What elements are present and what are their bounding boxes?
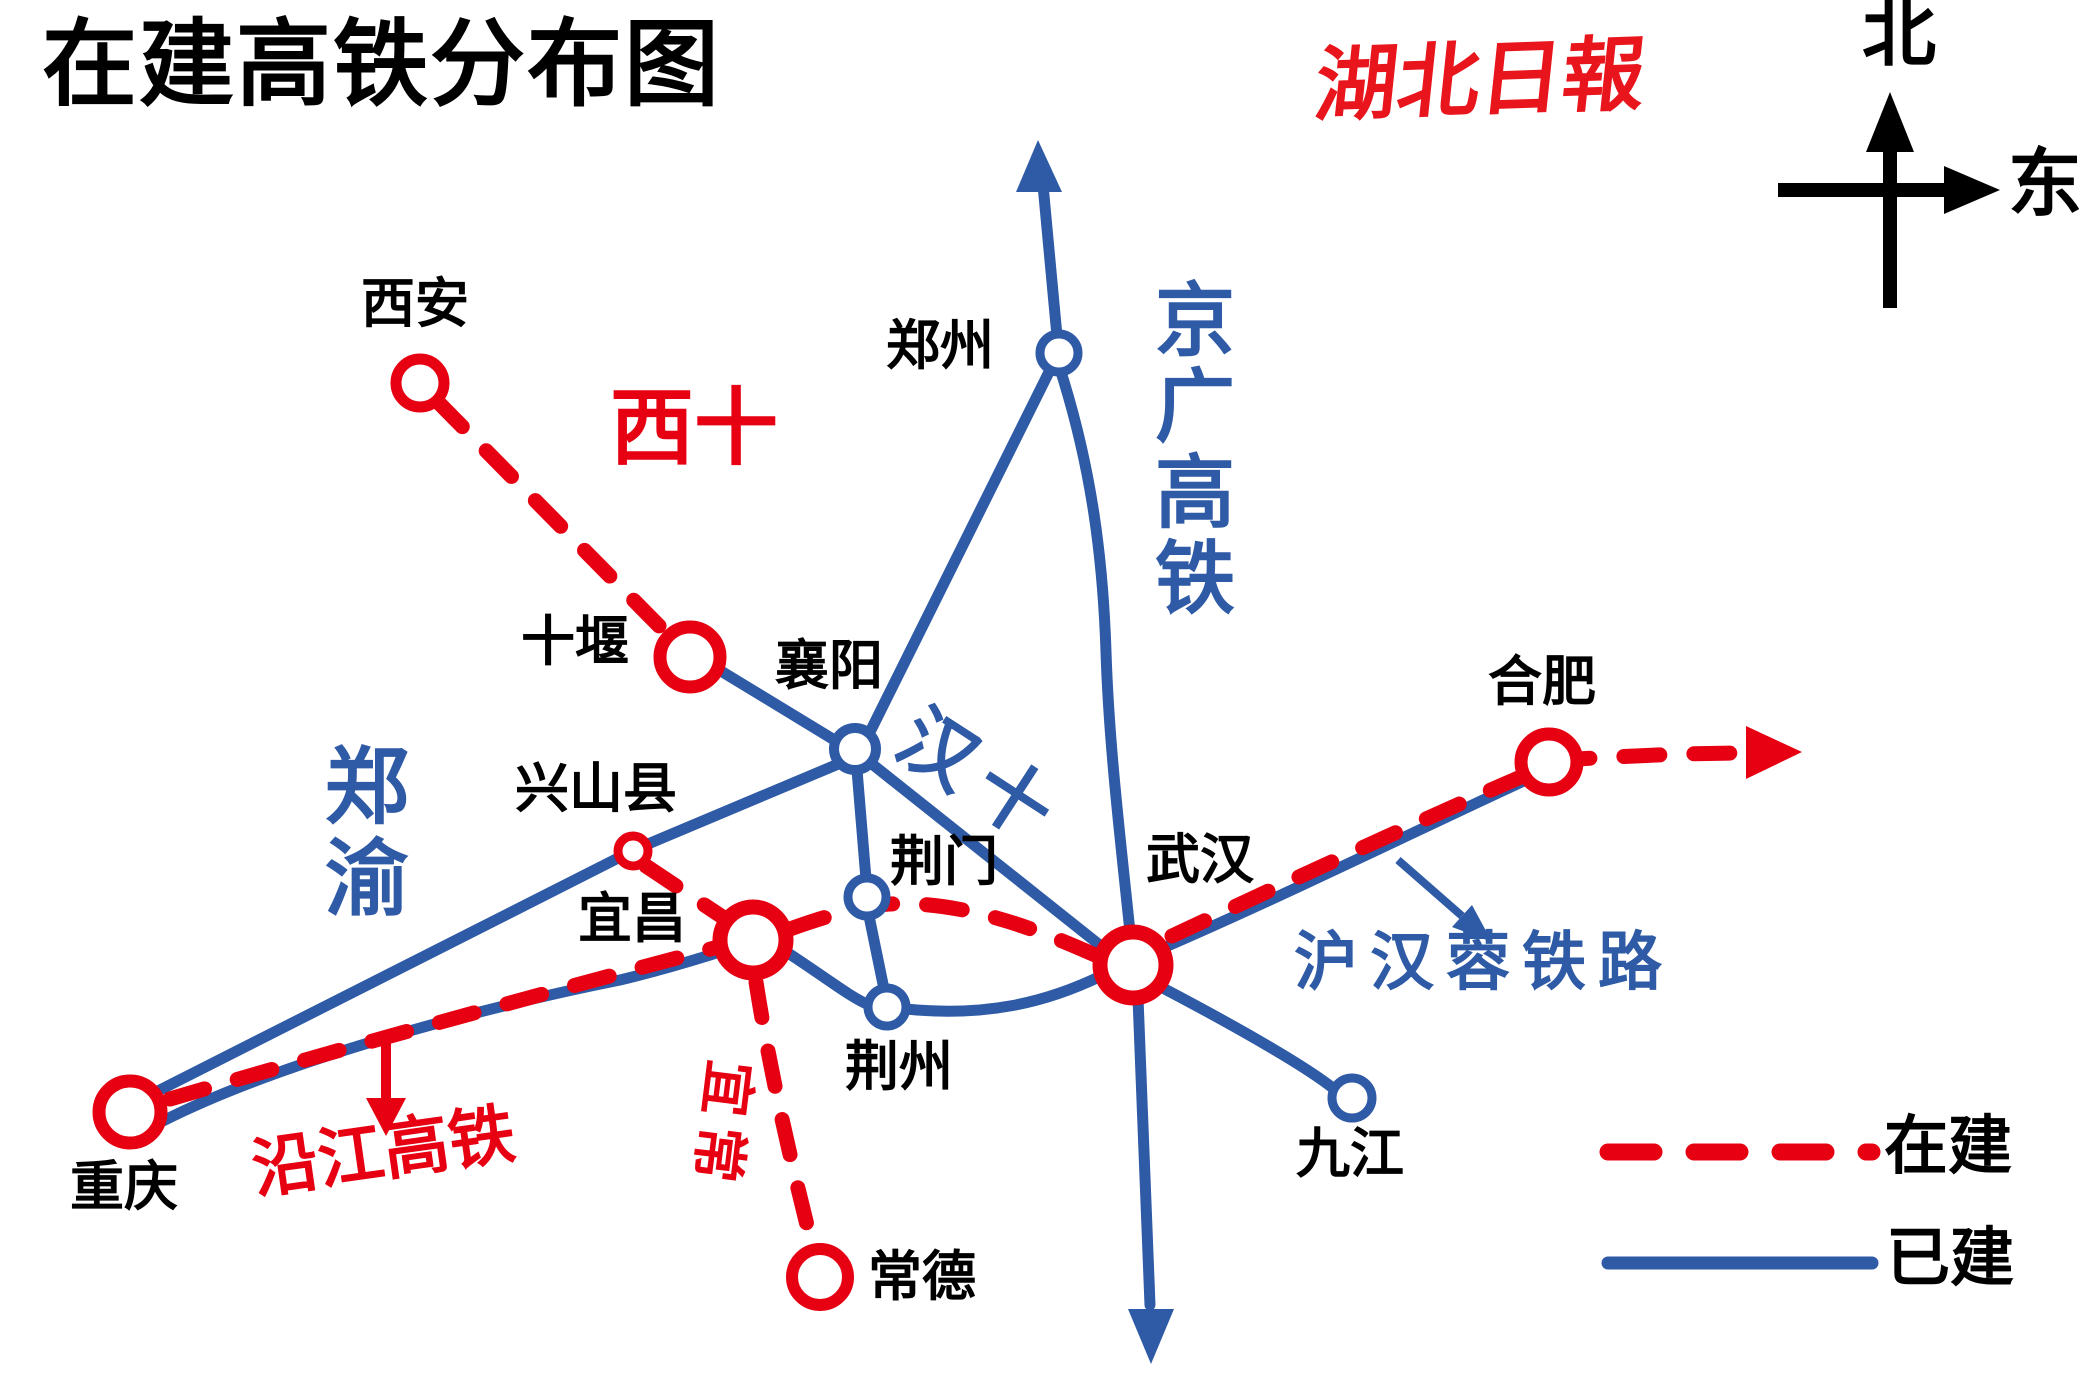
station-jiujiang [1327,1073,1377,1123]
compass-north-arrowhead-icon [1866,92,1914,152]
arrow-south-icon [1128,1309,1174,1364]
city-label-hefei: 合肥 [1488,650,1596,713]
huhanrong-pointer-arrowhead-icon [1452,905,1492,942]
line-jingzhou-wuhan [900,970,1107,1017]
compass-east-arrowhead-icon [1944,166,2000,214]
station-chongqing [92,1074,168,1150]
city-label-wuhan: 武汉 [1146,828,1254,891]
line-xishi-dashed [429,393,680,647]
railway-label-huhanrong: 沪汉蓉铁路 [1294,926,1674,1000]
line-zhengzhou-xiangyang [862,364,1056,742]
railway-label-jingguang: 京广高铁 [1142,278,1235,622]
railway-label-zhengyu: 郑渝 [311,742,410,926]
stations-group [92,329,1584,1311]
city-label-xian: 西安 [361,272,469,335]
line-yanjiang-chongqing-yichang-dashed [162,939,726,1107]
line-hanshi-xiangyang-wuhan [866,758,1112,956]
station-xian [390,353,450,413]
legend-label-built: 已建 [1886,1222,2014,1296]
line-wuhan-hefei-built [1157,774,1532,954]
line-xiangyang-jingmen [851,764,872,885]
line-jingguang-north [1037,179,1063,342]
line-yichang-wuhan-dashed [782,896,1108,965]
city-label-chongqing: 重庆 [70,1155,178,1218]
line-jingmen-jingzhou [863,910,890,995]
line-chongqing-yichang [157,945,729,1127]
legend-label-under-construction: 在建 [1884,1110,2012,1184]
city-label-xingshan: 兴山县 [515,757,677,820]
railway-label-xishi: 西十 [610,379,779,477]
station-jingzhou [863,983,911,1031]
station-yichang [712,899,794,981]
city-label-zhengzhou: 郑州 [886,314,994,377]
city-label-jiujiang: 九江 [1296,1122,1404,1185]
line-wuhan-jiujiang [1153,980,1340,1095]
railway-label-yichang-changde: 宜常 [681,1056,762,1196]
city-label-shiyan: 十堰 [521,610,629,673]
compass-north-label: 北 [1862,0,1936,77]
station-zhengzhou [1035,329,1083,377]
page-title: 在建高铁分布图 [42,10,722,120]
line-xingshan-yichang-dashed [638,858,735,928]
city-label-yichang: 宜昌 [578,887,686,950]
station-shiyan [653,620,727,694]
line-yichang-jingzhou [779,945,875,1011]
line-jingguang-mid [1055,366,1136,938]
station-wuhan [1092,924,1174,1006]
station-jingmen [843,873,891,921]
arrow-north-icon [1016,140,1062,192]
city-label-xiangyang: 襄阳 [775,634,883,697]
line-jingguang-south [1132,992,1156,1311]
city-label-jingzhou: 荆州 [845,1035,953,1098]
station-xiangyang [829,723,881,775]
compass-lines [1778,140,1952,308]
station-changde [786,1243,854,1311]
line-shiyan-xiangyang [710,662,842,747]
city-label-changde: 常德 [868,1245,976,1308]
line-yichang-changde-dashed [748,974,820,1253]
compass-east-label: 东 [2008,141,2082,227]
station-hefei [1514,727,1584,797]
station-xingshan [613,831,653,871]
yanjiang-pointer-arrowhead-icon [366,1098,406,1136]
huhanrong-pointer-line [1395,856,1465,920]
construction-east-arrowhead-icon [1746,726,1802,779]
newspaper-logo: 湖北日報 [1310,27,1650,134]
city-label-jingmen: 荆门 [890,830,998,893]
built-lines-group [140,179,1532,1311]
